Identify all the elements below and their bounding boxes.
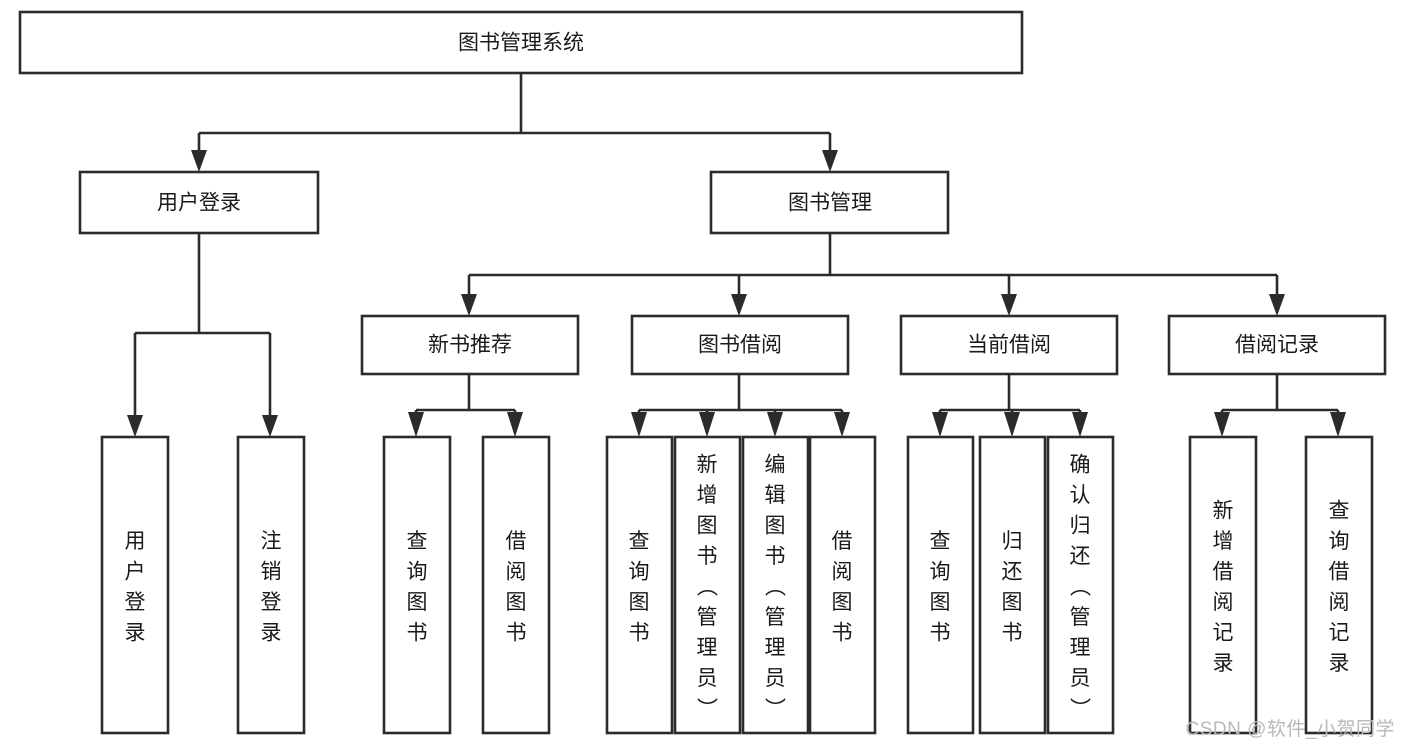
node-leaf-label: 借阅图书 bbox=[832, 530, 853, 645]
node-leaf-box[interactable] bbox=[673, 435, 742, 735]
connector-root-to-level2 bbox=[191, 73, 838, 172]
node-user-login-label: 用户登录 bbox=[157, 192, 241, 215]
node-user-login[interactable]: 用户登录 bbox=[78, 170, 320, 235]
node-book-borrow[interactable]: 图书借阅 bbox=[630, 314, 850, 376]
node-leaf-label: 查询图书 bbox=[930, 530, 951, 645]
node-leaf-user-login-2[interactable]: 注销登录 bbox=[236, 435, 306, 735]
node-leaf-box[interactable] bbox=[605, 435, 674, 735]
node-leaf-current-borrow-1[interactable]: 查询图书 bbox=[906, 435, 975, 735]
node-leaf-label: 归还图书 bbox=[1002, 530, 1023, 645]
node-leaf-label: 注销登录 bbox=[261, 530, 282, 645]
node-leaf-label: 编辑图书（管理员） bbox=[765, 454, 787, 721]
node-root-box[interactable] bbox=[18, 10, 1024, 75]
connector-new-book-to-leaves bbox=[408, 374, 523, 437]
node-leaf-label: 查询图书 bbox=[407, 530, 428, 645]
node-leaf-box[interactable] bbox=[808, 435, 877, 735]
node-leaf-book-borrow-1[interactable]: 查询图书 bbox=[605, 435, 674, 735]
node-borrow-record-label: 借阅记录 bbox=[1235, 334, 1319, 357]
node-leaf-current-borrow-2[interactable]: 归还图书 bbox=[978, 435, 1047, 735]
node-leaf-box[interactable] bbox=[741, 435, 810, 735]
node-leaf-box[interactable] bbox=[978, 435, 1047, 735]
arrow-head-icon bbox=[127, 415, 143, 437]
node-new-book-recommend[interactable]: 新书推荐 bbox=[360, 314, 580, 376]
node-leaf-book-borrow-2[interactable]: 新增图书（管理员） bbox=[673, 435, 742, 735]
node-leaf-label: 确认归还（管理员） bbox=[1070, 454, 1092, 721]
node-leaf-new-book-2[interactable]: 借阅图书 bbox=[481, 435, 551, 735]
node-leaf-label: 新增借阅记录 bbox=[1213, 499, 1234, 675]
arrow-head-icon bbox=[631, 412, 647, 437]
node-new-book-recommend-label: 新书推荐 bbox=[428, 334, 512, 357]
arrow-head-icon bbox=[834, 412, 850, 437]
arrow-head-icon bbox=[1001, 294, 1017, 316]
arrow-head-icon bbox=[1072, 412, 1088, 437]
arrow-head-icon bbox=[262, 415, 278, 437]
node-leaf-label: 用户登录 bbox=[125, 530, 146, 645]
node-current-borrow-label: 当前借阅 bbox=[967, 334, 1051, 357]
arrow-head-icon bbox=[822, 150, 838, 172]
node-leaf-box[interactable] bbox=[1304, 435, 1374, 735]
node-borrow-record[interactable]: 借阅记录 bbox=[1167, 314, 1387, 376]
connector-book-borrow-to-leaves bbox=[631, 374, 850, 437]
arrow-head-icon bbox=[1330, 412, 1346, 437]
csdn-watermark: CSDN @软件_小贺同学 bbox=[1185, 719, 1395, 740]
node-leaf-label: 查询图书 bbox=[629, 530, 650, 645]
node-leaf-box[interactable] bbox=[1046, 435, 1115, 735]
node-root-label: 图书管理系统 bbox=[458, 32, 584, 55]
connector-current-borrow-to-leaves bbox=[932, 374, 1088, 437]
node-leaf-box[interactable] bbox=[906, 435, 975, 735]
node-leaf-box[interactable] bbox=[1188, 435, 1258, 735]
connector-user-login-to-leaves bbox=[127, 233, 278, 437]
node-leaf-label: 新增图书（管理员） bbox=[697, 454, 719, 721]
node-current-borrow-box[interactable] bbox=[899, 314, 1119, 376]
node-leaf-box[interactable] bbox=[481, 435, 551, 735]
node-book-management-box[interactable] bbox=[709, 170, 950, 235]
node-borrow-record-box[interactable] bbox=[1167, 314, 1387, 376]
node-leaf-label: 查询借阅记录 bbox=[1329, 499, 1350, 675]
node-book-management-label: 图书管理 bbox=[788, 192, 872, 215]
arrow-head-icon bbox=[461, 294, 477, 316]
node-leaf-borrow-record-2[interactable]: 查询借阅记录 bbox=[1304, 435, 1374, 735]
node-root-system[interactable]: 图书管理系统 bbox=[18, 10, 1024, 75]
node-new-book-recommend-box[interactable] bbox=[360, 314, 580, 376]
arrow-head-icon bbox=[767, 412, 783, 437]
node-book-borrow-label: 图书借阅 bbox=[698, 334, 782, 357]
node-leaf-borrow-record-1[interactable]: 新增借阅记录 bbox=[1188, 435, 1258, 735]
arrow-head-icon bbox=[1214, 412, 1230, 437]
arrow-head-icon bbox=[191, 150, 207, 172]
node-leaf-label: 借阅图书 bbox=[506, 530, 527, 645]
node-book-management[interactable]: 图书管理 bbox=[709, 170, 950, 235]
arrow-head-icon bbox=[1004, 412, 1020, 437]
connector-borrow-record-to-leaves bbox=[1214, 374, 1346, 437]
node-leaf-user-login-1[interactable]: 用户登录 bbox=[100, 435, 170, 735]
node-leaf-box[interactable] bbox=[382, 435, 452, 735]
arrow-head-icon bbox=[932, 412, 948, 437]
node-leaf-box[interactable] bbox=[100, 435, 170, 735]
node-book-borrow-box[interactable] bbox=[630, 314, 850, 376]
node-leaf-book-borrow-4[interactable]: 借阅图书 bbox=[808, 435, 877, 735]
arrow-head-icon bbox=[1269, 294, 1285, 316]
arrow-head-icon bbox=[408, 412, 424, 437]
node-leaf-box[interactable] bbox=[236, 435, 306, 735]
node-user-login-box[interactable] bbox=[78, 170, 320, 235]
connector-book-mgmt-to-level3 bbox=[461, 233, 1285, 316]
node-leaf-new-book-1[interactable]: 查询图书 bbox=[382, 435, 452, 735]
arrow-head-icon bbox=[507, 412, 523, 437]
node-current-borrow[interactable]: 当前借阅 bbox=[899, 314, 1119, 376]
node-leaf-current-borrow-3[interactable]: 确认归还（管理员） bbox=[1046, 435, 1115, 735]
arrow-head-icon bbox=[699, 412, 715, 437]
node-leaf-book-borrow-3[interactable]: 编辑图书（管理员） bbox=[741, 435, 810, 735]
arrow-head-icon bbox=[731, 294, 747, 316]
